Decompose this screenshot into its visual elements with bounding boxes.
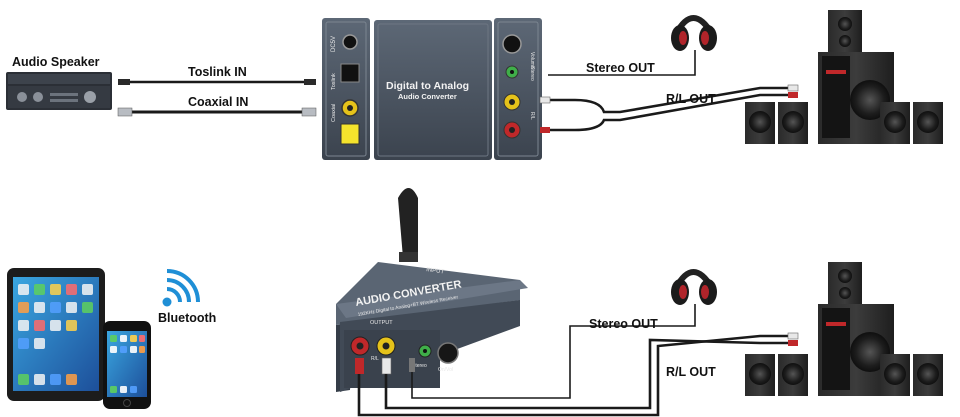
stereo-label-bottom: Stereo: [412, 363, 427, 369]
rl-out-bottom-label: R/L OUT: [666, 365, 716, 379]
volume-label-bottom: On/Vol: [438, 367, 453, 373]
headphones-top: [671, 15, 717, 51]
audio-speaker-label: Audio Speaker: [12, 55, 100, 69]
coaxial-cable: [117, 107, 317, 117]
smartphone: [103, 321, 151, 409]
converter-top-output-panel: Volume Stereo R/L: [494, 18, 542, 160]
converter-top-input-panel: DC5V Toslink Coaxial: [322, 18, 370, 160]
antenna: [398, 188, 418, 258]
converter-top-subtitle: Audio Converter: [398, 92, 457, 101]
speaker-system-top: [745, 10, 943, 144]
dc-label: DC5V: [331, 36, 337, 52]
toslink-port-label: Toslink: [331, 73, 337, 90]
toslink-port: [340, 63, 360, 83]
volume-knob: [502, 34, 522, 54]
dc-power-jack: [342, 34, 358, 50]
headphones-bottom: [671, 269, 717, 305]
converter-top-body: [374, 20, 492, 160]
converter-bottom-jacks: R/L Stereo On/Vol: [350, 336, 459, 373]
toslink-in-label: Toslink IN: [188, 65, 247, 79]
converter-bottom-body: INPUT: [336, 262, 528, 392]
input-label: INPUT: [426, 267, 445, 275]
toslink-cable: [118, 79, 316, 85]
rl-cable-top: [539, 84, 799, 133]
rl-label-bottom: R/L: [371, 356, 379, 362]
amplifier: [6, 72, 112, 110]
rl-out-top-label: R/L OUT: [666, 92, 716, 106]
tablet: [7, 268, 105, 401]
output-label: OUTPUT: [370, 320, 393, 326]
bluetooth-label: Bluetooth: [158, 311, 216, 325]
coaxial-port-label: Coaxial: [331, 104, 337, 122]
converter-top-title: Digital to Analog: [386, 80, 469, 92]
speaker-system-bottom: [745, 262, 943, 396]
volume-knob-bottom: [437, 342, 459, 364]
rl-cable-bottom: [357, 332, 799, 417]
stereo-label: Stereo: [529, 66, 535, 81]
stereo-cable-bottom: [411, 304, 696, 399]
coaxial-in-label: Coaxial IN: [188, 95, 248, 109]
bluetooth-icon: [162, 269, 200, 307]
volume-label: Volume: [529, 52, 535, 69]
stereo-out-top-label: Stereo OUT: [586, 61, 655, 75]
rl-label: R/L: [529, 112, 535, 120]
stereo-out-bottom-label: Stereo OUT: [589, 317, 658, 331]
stereo-cable-top: [548, 50, 696, 76]
